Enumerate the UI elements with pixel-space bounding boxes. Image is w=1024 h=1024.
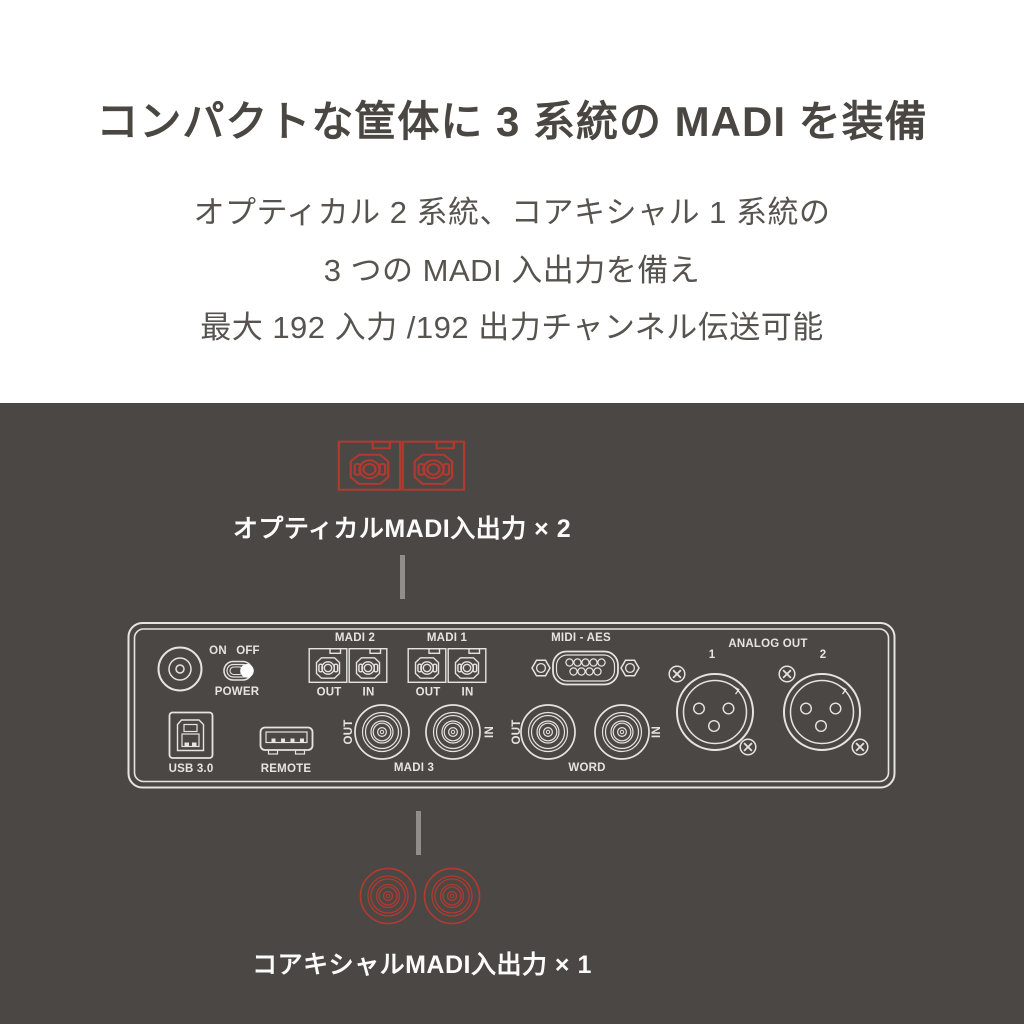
- madi1-out-sc-connector: [407, 648, 447, 683]
- optical-madi-callout: オプティカルMADI入出力 × 2: [232, 515, 572, 543]
- madi1-in-sc-connector: [447, 648, 487, 683]
- intro-section: コンパクトな筐体に 3 系統の MADI を装備 オプティカル 2 系統、コアキ…: [0, 0, 1024, 403]
- chassis-outline: [127, 622, 896, 789]
- intro-description: オプティカル 2 系統、コアキシャル 1 系統の 3 つの MADI 入出力を備…: [0, 184, 1024, 357]
- madi1-label: MADI 1: [427, 632, 468, 644]
- usb-label: USB 3.0: [169, 763, 214, 775]
- dsub-right-nut: [620, 659, 640, 677]
- dsub-left-nut: [531, 659, 551, 677]
- madi1-optical-ports: MADI 1 OUT IN: [407, 632, 487, 699]
- rear-panel-diagram: ON OFF POWER MADI 2 OUT IN MADI 1: [127, 622, 896, 789]
- madi2-in-label: IN: [363, 687, 375, 699]
- analog-out-1-label: 1: [709, 649, 716, 661]
- midi-aes-label: MIDI - AES: [551, 632, 611, 644]
- xlr-connector-2: [783, 673, 861, 751]
- power-off-label: OFF: [236, 645, 260, 657]
- madi1-out-label: OUT: [416, 687, 441, 699]
- remote-label: REMOTE: [261, 763, 312, 775]
- usb-a-pins: [271, 738, 304, 743]
- madi2-optical-ports: MADI 2 OUT IN: [308, 632, 388, 699]
- xlr-connector-1: [676, 673, 754, 751]
- power-label: POWER: [215, 686, 260, 698]
- dc-power-jack: [157, 646, 203, 692]
- word-in-bnc-connector: [594, 704, 650, 760]
- usb-a-remote-port: REMOTE: [259, 726, 314, 775]
- dsub-pins: [565, 658, 606, 676]
- xlr2-screw-bottom: [851, 738, 869, 756]
- intro-line-1: オプティカル 2 系統、コアキシャル 1 系統の: [193, 195, 831, 230]
- xlr1-screw-top: [668, 665, 686, 683]
- connector-line-bottom: [416, 811, 421, 855]
- analog-out-section: ANALOG OUT 1 2: [668, 638, 869, 756]
- madi2-out-sc-connector: [308, 648, 348, 683]
- madi1-in-label: IN: [462, 687, 474, 699]
- word-clock-ports: OUT IN WORD: [511, 704, 663, 774]
- usb-b-port: USB 3.0: [169, 711, 214, 775]
- intro-line-2: 3 つの MADI 入出力を備え: [323, 252, 701, 288]
- power-switch: ON OFF POWER: [209, 645, 260, 698]
- diagram-section: オプティカルMADI入出力 × 2 ON OFF: [0, 403, 1024, 1024]
- xlr2-screw-top: [778, 665, 796, 683]
- coaxial-madi-callout: コアキシャルMADI入出力 × 1: [252, 951, 592, 979]
- madi2-label: MADI 2: [335, 632, 375, 644]
- analog-out-label: ANALOG OUT: [728, 638, 807, 650]
- madi3-out-bnc-connector: [354, 704, 410, 760]
- madi3-coax-ports: OUT IN MADI 3: [343, 704, 496, 774]
- power-on-label: ON: [209, 645, 227, 657]
- madi3-in-label: IN: [484, 726, 496, 738]
- madi3-out-label: OUT: [343, 720, 355, 745]
- midi-aes-dsub-port: MIDI - AES: [531, 632, 640, 686]
- connector-line-top: [400, 555, 405, 599]
- madi3-label: MADI 3: [394, 762, 434, 774]
- word-out-label: OUT: [511, 720, 523, 745]
- madi2-in-sc-connector: [348, 648, 388, 683]
- coaxial-madi-icon: [359, 867, 481, 925]
- word-in-label: IN: [651, 726, 663, 738]
- madi2-out-label: OUT: [317, 687, 342, 699]
- optical-madi-duplex-icon: [337, 440, 466, 491]
- page-title: コンパクトな筐体に 3 系統の MADI を装備: [96, 98, 928, 145]
- intro-line-3: 最大 192 入力 /192 出力チャンネル伝送可能: [200, 310, 824, 345]
- madi3-in-bnc-connector: [425, 704, 481, 760]
- analog-out-2-label: 2: [820, 649, 827, 661]
- switch-knob: [240, 664, 254, 678]
- word-out-bnc-connector: [520, 704, 576, 760]
- word-label: WORD: [568, 762, 605, 774]
- xlr1-screw-bottom: [739, 738, 757, 756]
